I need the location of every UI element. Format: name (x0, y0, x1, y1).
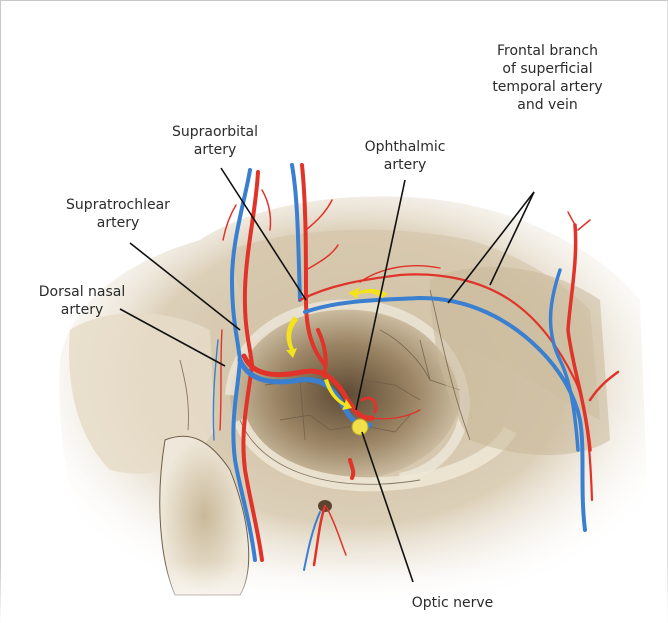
leader-line-dorsal-nasal (119, 308, 226, 367)
flow-arrow-icon (348, 287, 388, 299)
flow-arrow-icon (324, 379, 352, 410)
label-optic-nerve: Optic nerve (411, 595, 494, 611)
supraorbital-vessels (290, 163, 339, 367)
leader-line-ophthalmic (355, 179, 406, 411)
label-frontal-branch: Frontal branch of superficial temporal a… (492, 43, 603, 113)
leader-line-optic-nerve (361, 431, 414, 583)
leader-line-supraorbital (220, 167, 307, 301)
leader-line-frontal-branch (489, 191, 535, 286)
label-supraorbital: Supraorbital artery (171, 124, 259, 158)
leader-line-frontal-branch (447, 191, 535, 304)
label-supratrochlear: Supratrochlear artery (66, 197, 170, 231)
optic-nerve-stump (351, 418, 369, 436)
leader-line-supratrochlear (129, 242, 241, 331)
frontal-branch-vein (303, 296, 587, 532)
label-dorsal-nasal: Dorsal nasal artery (38, 284, 126, 318)
flow-arrow-icon (286, 316, 298, 358)
label-ophthalmic: Ophthalmic artery (364, 139, 446, 173)
